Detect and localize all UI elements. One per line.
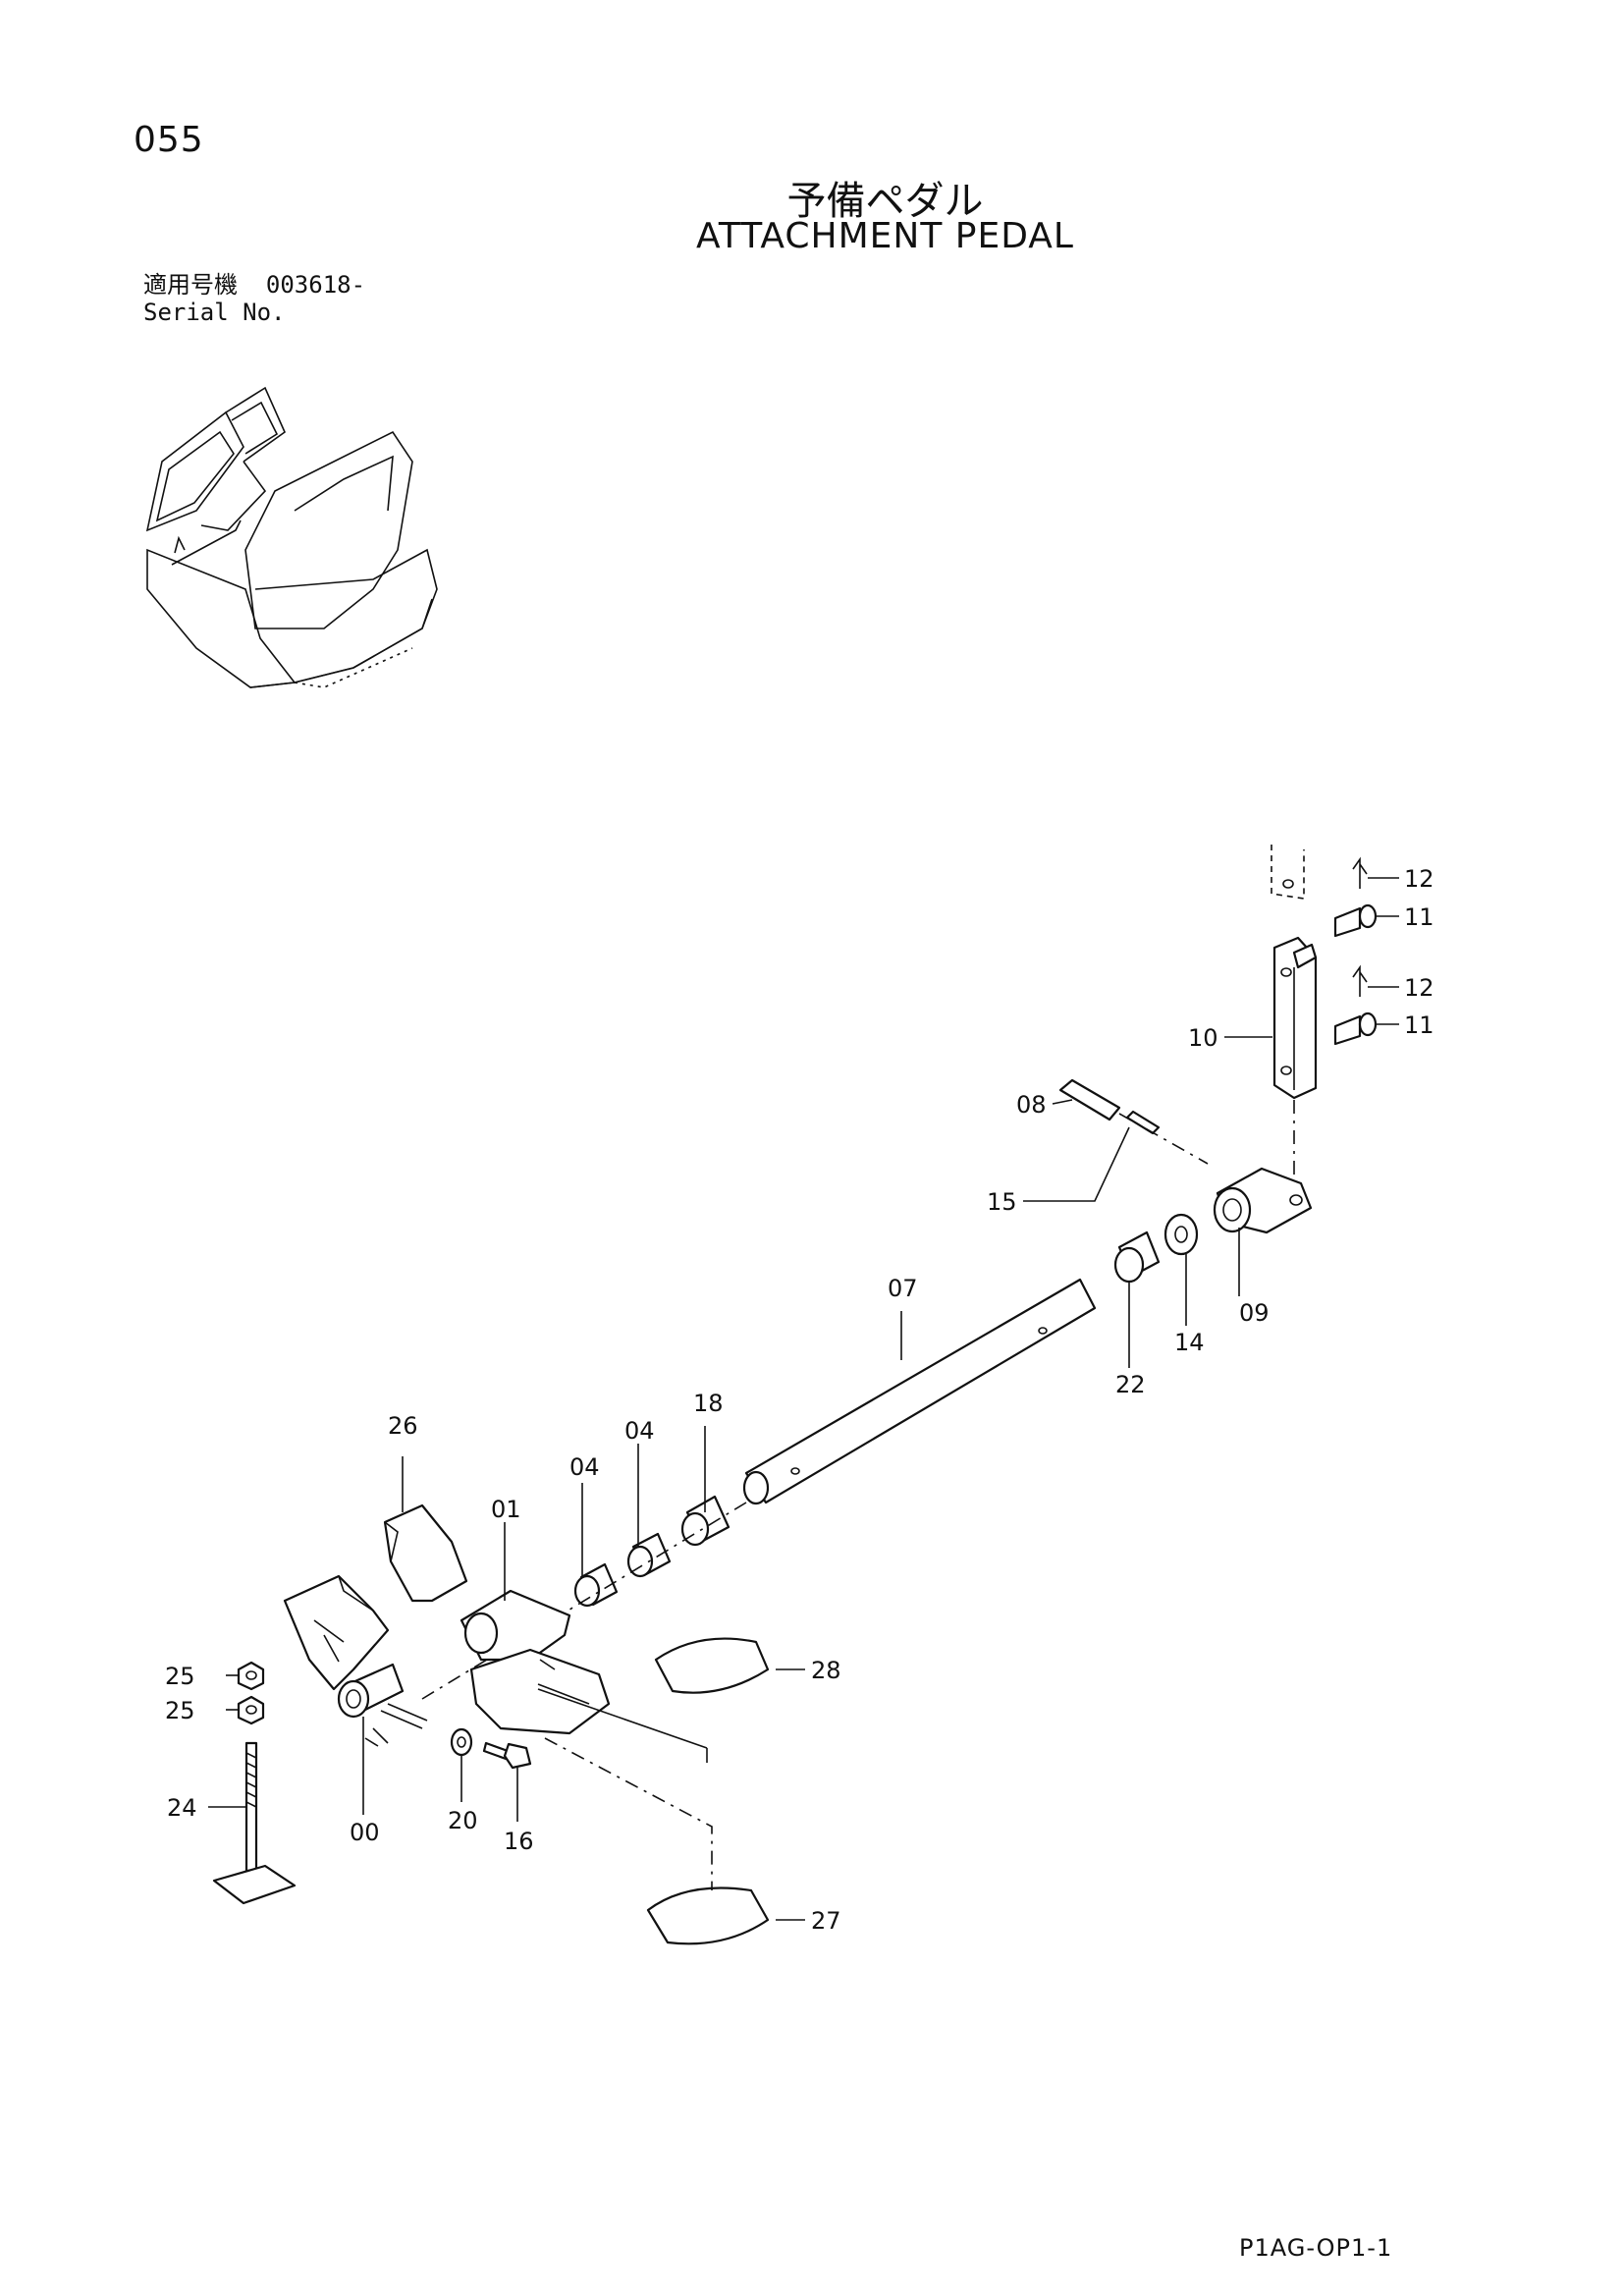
part-22-bushing [1113, 1230, 1161, 1284]
callout-26: 26 [388, 1412, 418, 1440]
callout-14: 14 [1174, 1329, 1205, 1356]
callout-11-upper: 11 [1404, 903, 1434, 931]
part-15-spring-pin [1125, 1110, 1161, 1135]
callout-25-upper: 25 [165, 1663, 195, 1690]
callout-00: 00 [350, 1819, 380, 1846]
callout-20: 20 [448, 1807, 478, 1834]
callout-10: 10 [1188, 1024, 1218, 1052]
part-25-nut-lower [237, 1695, 265, 1725]
callout-04-b: 04 [569, 1453, 600, 1481]
callout-22: 22 [1115, 1371, 1146, 1398]
part-25-nut-upper [237, 1661, 265, 1691]
callout-09: 09 [1239, 1299, 1270, 1327]
part-24-stopper-bolt [212, 1741, 297, 1905]
part-12-clip-lower [1352, 964, 1368, 997]
serial-label-en: Serial No. [143, 299, 286, 326]
part-11-pin-upper [1333, 903, 1378, 938]
part-09-bracket [1213, 1167, 1313, 1234]
callout-27: 27 [811, 1907, 841, 1935]
part-11-pin-lower [1333, 1011, 1378, 1046]
callout-16: 16 [504, 1828, 534, 1855]
callout-12-lower: 12 [1404, 974, 1434, 1002]
centerline-shaft [421, 1502, 747, 1700]
callout-15: 15 [987, 1188, 1017, 1216]
callout-28: 28 [811, 1657, 841, 1684]
callout-01: 01 [491, 1496, 521, 1523]
part-12-clip-upper [1352, 856, 1368, 889]
leader-lines [208, 877, 1399, 1921]
callout-11-lower: 11 [1404, 1011, 1434, 1039]
location-thumbnail [145, 386, 438, 688]
callout-24: 24 [167, 1794, 197, 1822]
part-27-pad [646, 1886, 770, 1945]
callout-25-lower: 25 [165, 1697, 195, 1724]
part-07-shaft [742, 1278, 1097, 1505]
page-number: 055 [134, 120, 204, 160]
title-english: ATTACHMENT PEDAL [696, 216, 1074, 256]
part-14-washer [1163, 1213, 1199, 1256]
serial-value: 003618- [265, 271, 366, 299]
part-01-pedal-bracket [460, 1589, 611, 1735]
part-00-pedal-base [283, 1574, 428, 1747]
callout-labels: 12 11 12 11 10 08 15 09 14 22 07 18 04 0… [165, 865, 1434, 1935]
part-28-pad [654, 1637, 770, 1694]
part-20-washer [450, 1727, 473, 1757]
title-japanese: 予備ペダル [786, 179, 984, 224]
callout-18: 18 [693, 1390, 724, 1417]
part-26-cover [383, 1503, 468, 1603]
part-04-bushing-b [573, 1562, 619, 1608]
callout-04-a: 04 [624, 1417, 655, 1445]
assembly-line-27 [544, 1737, 713, 1890]
serial-label-jp: 適用号機 [143, 271, 238, 299]
part-10-link [1272, 936, 1318, 1100]
callout-07: 07 [888, 1275, 918, 1302]
part-16-bolt [482, 1741, 532, 1770]
upper-mount-stub [1271, 845, 1305, 900]
callout-12-upper: 12 [1404, 865, 1434, 893]
part-08-pin [1058, 1078, 1121, 1121]
footer-page-code: P1AG-OP1-1 [1239, 2234, 1393, 2262]
callout-08: 08 [1016, 1091, 1047, 1119]
assembly-line-28 [537, 1688, 708, 1749]
serial-block: 適用号機 003618- Serial No. [143, 271, 365, 326]
